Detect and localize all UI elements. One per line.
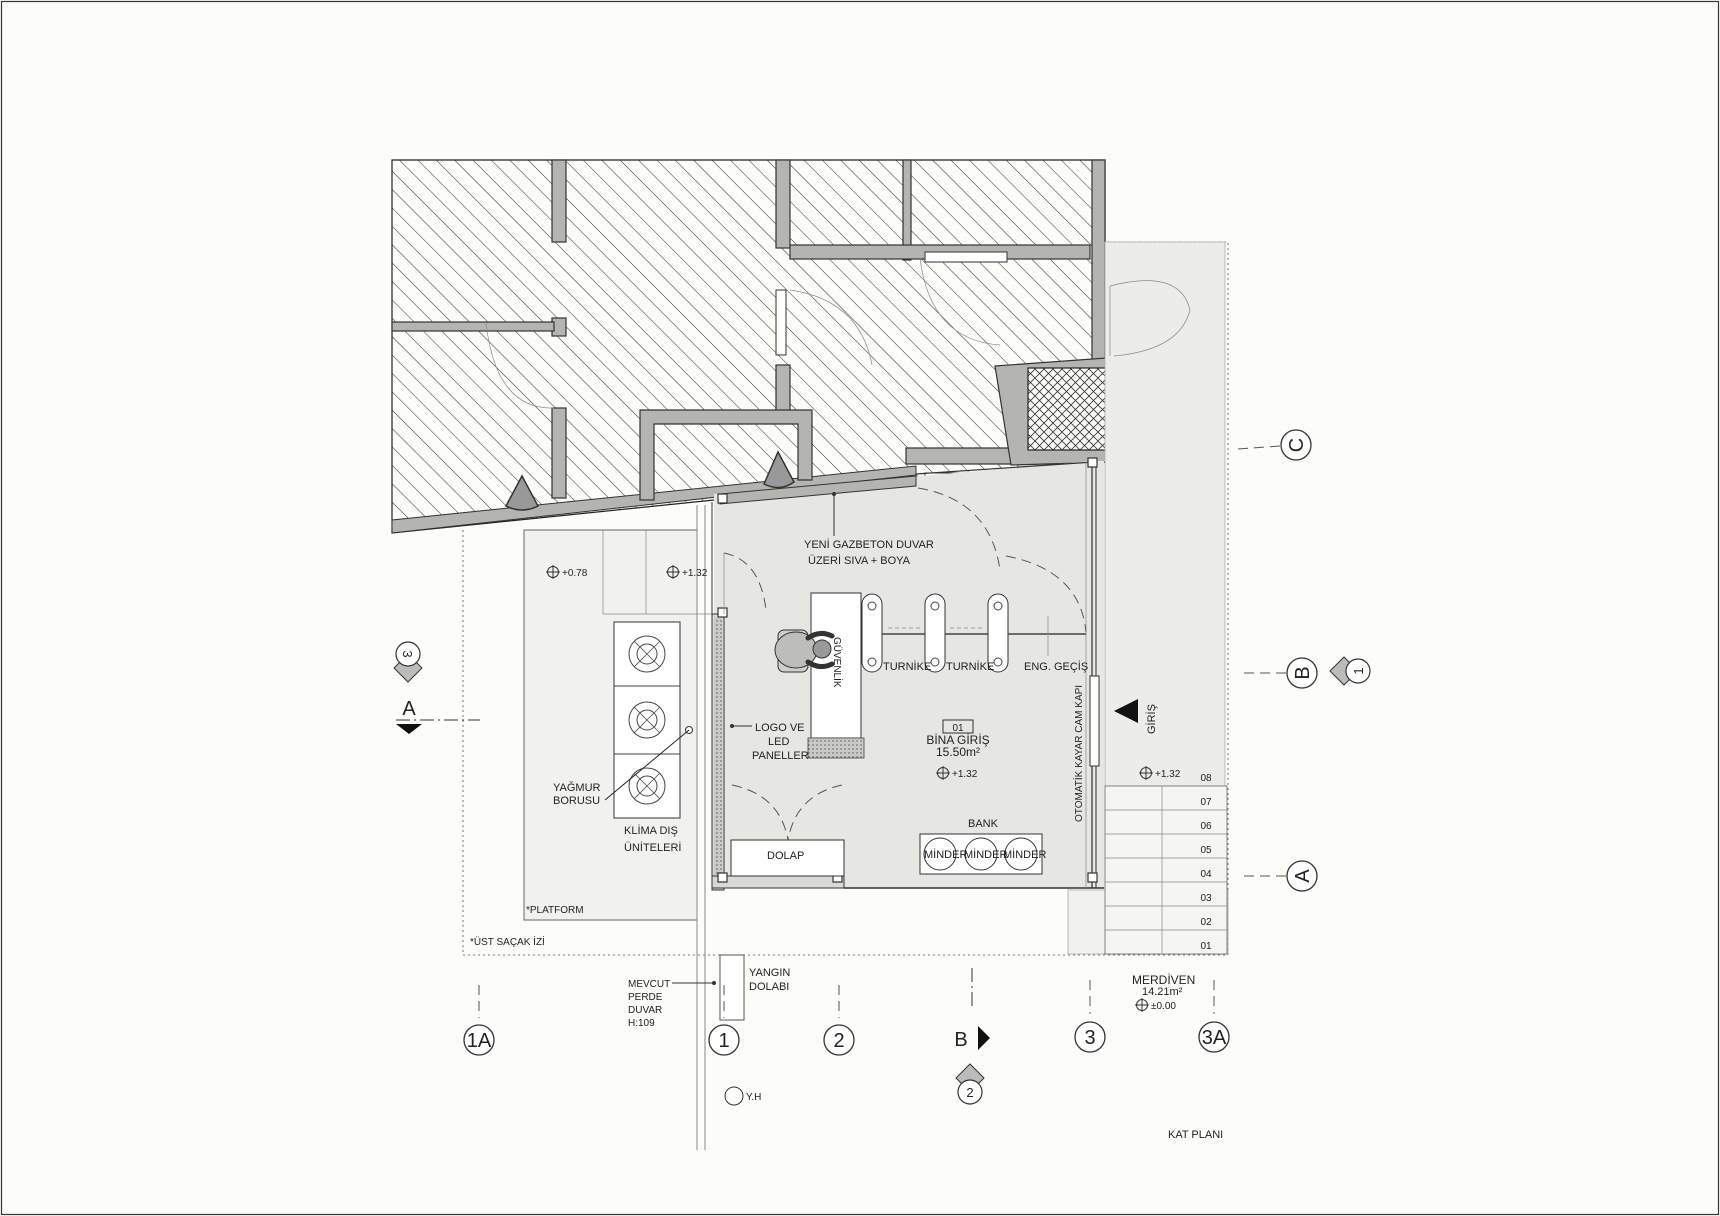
- wall-note-line1: YENİ GAZBETON DUVAR: [804, 538, 934, 551]
- section-1-label: 1: [1351, 667, 1366, 674]
- yh-label: Y.H: [746, 1092, 761, 1103]
- room-area: 15.50m²: [936, 745, 980, 759]
- yagmur-label-line2: BORUSU: [553, 795, 600, 807]
- section-b-label: B: [954, 1029, 967, 1051]
- grid-label-3a: 3A: [1202, 1027, 1227, 1049]
- stair-step: 08: [1200, 773, 1212, 784]
- level-132-c: +1.32: [1155, 769, 1181, 780]
- turnike-label-1: TURNİKE: [883, 660, 931, 673]
- stair-step: 06: [1200, 821, 1212, 832]
- grid-bubbles: [463, 429, 1318, 1056]
- grid-label-2: 2: [833, 1030, 844, 1052]
- yangin-label-line1: YANGIN: [749, 967, 790, 979]
- dolap-label: DOLAP: [767, 850, 804, 862]
- yh-symbol: [724, 1086, 744, 1106]
- yagmur-label-line1: YAĞMUR: [553, 781, 601, 794]
- section-3-label: 3: [400, 650, 415, 657]
- stair-label: MERDİVEN: [1132, 973, 1195, 987]
- stair-step: 03: [1200, 893, 1212, 904]
- logo-label-line3: PANELLER: [752, 750, 809, 762]
- logo-label-line2: LED: [768, 736, 789, 748]
- wall-note-line2: ÜZERİ SIVA + BOYA: [808, 554, 911, 567]
- grid-label-1a: 1A: [467, 1030, 492, 1052]
- mevcut-label-line1: MEVCUT: [628, 979, 670, 990]
- stair-step: 02: [1200, 917, 1212, 928]
- ust-sacak-label: *ÜST SAÇAK İZİ: [470, 935, 545, 948]
- grid-lines: [396, 445, 1286, 1018]
- level-markers: [546, 565, 1153, 1012]
- eng-gecis-label: ENG. GEÇİŞ: [1024, 660, 1088, 673]
- platform-label: *PLATFORM: [526, 905, 584, 916]
- grid-label-a: A: [1292, 869, 1314, 883]
- grid-label-3: 3: [1084, 1027, 1095, 1049]
- minder-label-2: MİNDER: [964, 848, 1007, 861]
- room-tag-box: [942, 719, 974, 734]
- section-a-label: A: [402, 698, 416, 720]
- yangin-label-line2: DOLABI: [749, 981, 789, 993]
- turnike-label-2: TURNİKE: [946, 660, 994, 673]
- grid-label-1: 1: [718, 1030, 729, 1052]
- level-000: ±0.00: [1151, 1001, 1176, 1012]
- room-number: 01: [952, 723, 964, 734]
- sheet-title: KAT PLANI: [1168, 1129, 1223, 1141]
- ac-outdoor-units: [604, 621, 693, 819]
- bench: [919, 833, 1043, 875]
- section-2-label: 2: [966, 1085, 973, 1100]
- entrance-arrow-icon: [1114, 699, 1138, 723]
- logo-label-line1: LOGO VE: [755, 722, 805, 734]
- stair-area: 14.21m²: [1142, 986, 1183, 998]
- leader-lines: [672, 492, 836, 985]
- mevcut-label-line4: H:109: [628, 1018, 655, 1029]
- grid-label-c: C: [1286, 438, 1308, 452]
- room-name: BİNA GİRİŞ: [926, 733, 989, 747]
- bench-label: BANK: [968, 818, 999, 830]
- klima-label-line2: ÜNİTELERİ: [624, 841, 681, 854]
- turnstile-gates: [861, 593, 1086, 673]
- stair-step: 01: [1200, 941, 1212, 952]
- stair-step: 05: [1200, 845, 1212, 856]
- stair-step: 07: [1200, 797, 1212, 808]
- grid-label-b: B: [1292, 666, 1314, 679]
- minder-label-1: MİNDER: [924, 848, 967, 861]
- guvenlik-label: GÜVENLİK: [831, 637, 844, 688]
- sliding-door-label: OTOMATİK KAYAR CAM KAPI: [1072, 685, 1085, 822]
- section-markers: [393, 641, 1371, 1105]
- level-078: +0.78: [562, 568, 588, 579]
- stair-step: 04: [1200, 869, 1212, 880]
- entrance-hall: [711, 457, 1104, 891]
- security-chair: [774, 629, 835, 673]
- klima-label-line1: KLİMA DIŞ: [624, 824, 678, 837]
- level-132-a: +1.32: [682, 568, 708, 579]
- minder-label-3: MİNDER: [1003, 848, 1046, 861]
- stair: [1104, 280, 1228, 955]
- mevcut-label-line3: DUVAR: [628, 1005, 662, 1016]
- giris-label: GİRİŞ: [1145, 704, 1158, 734]
- level-132-b: +1.32: [952, 769, 978, 780]
- existing-building: [391, 159, 1116, 534]
- mevcut-label-line2: PERDE: [628, 992, 663, 1003]
